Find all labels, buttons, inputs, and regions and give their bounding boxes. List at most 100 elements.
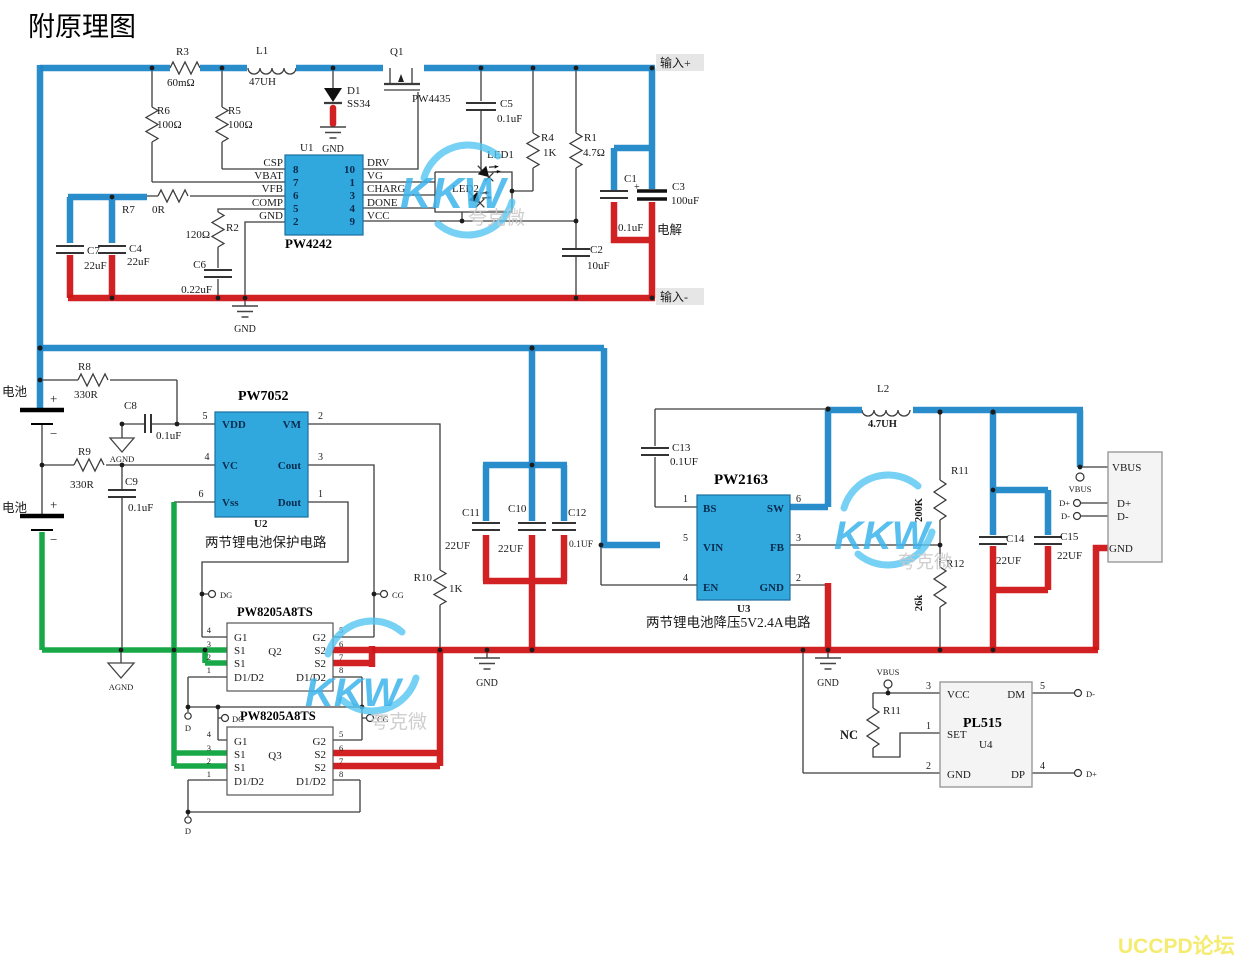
u3-pin-gnd: GND bbox=[760, 582, 785, 594]
c15-val: 22UF bbox=[1057, 550, 1082, 562]
input-neg-label: 输入- bbox=[660, 289, 688, 304]
page-title: 附原理图 bbox=[28, 12, 136, 42]
d1-gnd-label: GND bbox=[322, 144, 344, 155]
watermark-right: KKW 夸克微 bbox=[834, 471, 952, 572]
q3-ref: Q3 bbox=[268, 750, 282, 762]
u2-pin-vc: VC bbox=[222, 460, 238, 472]
r11-val: 200K bbox=[914, 497, 925, 522]
q2-nr3: 8 bbox=[339, 665, 343, 675]
u4-n4: 4 bbox=[1040, 761, 1045, 772]
u2-n5: 5 bbox=[203, 411, 208, 422]
c1-val: 0.1uF bbox=[618, 222, 643, 234]
usb-dm: D- bbox=[1117, 511, 1129, 523]
pl-term-dp: D+ bbox=[1086, 769, 1097, 779]
q3-s1a: S1 bbox=[234, 749, 246, 761]
q3-s2a: S2 bbox=[314, 749, 326, 761]
ground-symbols bbox=[106, 126, 841, 679]
r2-ref: R2 bbox=[226, 222, 239, 234]
u4-chip bbox=[939, 681, 1033, 788]
q3-box bbox=[226, 726, 334, 796]
c14-val: 22UF bbox=[996, 555, 1021, 567]
q3-nr2: 7 bbox=[339, 756, 343, 766]
u3-n1: 1 bbox=[683, 494, 688, 505]
u2-pin-dout: Dout bbox=[278, 497, 302, 509]
u1-n9: 9 bbox=[350, 216, 356, 228]
u3-pin-en: EN bbox=[703, 582, 718, 594]
u1-n6: 6 bbox=[293, 190, 299, 202]
r9-ref: R9 bbox=[78, 446, 91, 458]
watermark-company: 夸克微 bbox=[898, 552, 952, 572]
c9-ref: C9 bbox=[125, 476, 138, 488]
d1-ref: D1 bbox=[347, 85, 360, 97]
u3-part: PW2163 bbox=[714, 472, 768, 488]
u3-n6: 6 bbox=[796, 494, 801, 505]
u1-n10: 10 bbox=[344, 164, 356, 176]
c5-ref: C5 bbox=[500, 98, 513, 110]
q3-s1b: S1 bbox=[234, 762, 246, 774]
input-neg-highlight bbox=[656, 288, 704, 305]
q1-val: PW4435 bbox=[412, 93, 451, 105]
resistors bbox=[73, 60, 948, 749]
cg1-label: CG bbox=[392, 590, 404, 600]
l1-ref: L1 bbox=[256, 45, 268, 57]
c4-ref: C4 bbox=[129, 243, 142, 255]
u4-n2: 2 bbox=[926, 761, 931, 772]
cell1-plus: + bbox=[50, 391, 57, 406]
q2-s2b: S2 bbox=[314, 658, 326, 670]
u2-chip bbox=[214, 411, 309, 518]
r8-ref: R8 bbox=[78, 361, 91, 373]
led1-icon bbox=[477, 165, 501, 182]
r5-val: 100Ω bbox=[228, 119, 253, 131]
q2-part: PW8205A8TS bbox=[237, 605, 313, 619]
cell2-label: 电池 bbox=[2, 501, 28, 515]
u1-pin-gnd: GND bbox=[259, 210, 283, 222]
usb-connector bbox=[1107, 451, 1163, 563]
r7-ref: R7 bbox=[122, 204, 135, 216]
u2-pin-vss: Vss bbox=[222, 497, 239, 509]
u3-chip bbox=[696, 494, 791, 601]
u1-gnd-label: GND bbox=[234, 324, 256, 335]
u4-n3: 3 bbox=[926, 681, 931, 692]
u3-desc: 两节锂电池降压5V2.4A电路 bbox=[646, 615, 811, 630]
u4-n5: 5 bbox=[1040, 681, 1045, 692]
usb-term-dm: D- bbox=[1061, 511, 1070, 521]
u4-pin-set: SET bbox=[947, 729, 967, 741]
mid-gnd-label: GND bbox=[476, 678, 498, 689]
pl-nc: NC bbox=[840, 728, 858, 742]
watermark-bottom: KKW 夸克微 bbox=[305, 617, 427, 733]
c8-ref: C8 bbox=[124, 400, 137, 412]
watermark-company: 夸克微 bbox=[468, 207, 525, 229]
q3-nr0: 5 bbox=[339, 729, 343, 739]
c5-val: 0.1uF bbox=[497, 113, 522, 125]
cg2-label: CG bbox=[377, 714, 389, 724]
u1-n8: 8 bbox=[293, 164, 299, 176]
watermark-kkw: KKW bbox=[834, 514, 933, 558]
agnd1-label: AGND bbox=[110, 454, 135, 464]
r1-ref: R1 bbox=[584, 132, 597, 144]
u1-pin-vg: VG bbox=[367, 170, 383, 182]
q3-nl0: 4 bbox=[207, 729, 212, 739]
u1-pin-csp: CSP bbox=[263, 157, 283, 169]
u2-n4: 4 bbox=[205, 452, 210, 463]
forum-watermark: UCCPD论坛 bbox=[1118, 934, 1235, 958]
u4-pin-gnd: GND bbox=[947, 769, 971, 781]
usb-term-vbus: VBUS bbox=[1069, 484, 1092, 494]
pl-term-dm: D- bbox=[1086, 689, 1095, 699]
u1-ref: U1 bbox=[300, 142, 313, 154]
q2-nr1: 6 bbox=[339, 639, 343, 649]
q3-s2b: S2 bbox=[314, 762, 326, 774]
input-pos-label: 输入+ bbox=[660, 55, 691, 70]
u1-n2: 2 bbox=[293, 216, 299, 228]
u1-part: PW4242 bbox=[285, 236, 332, 251]
q3-nl1: 3 bbox=[207, 743, 211, 753]
q2-g2: G2 bbox=[313, 632, 326, 644]
d-term2-label: D bbox=[185, 826, 191, 836]
cell2-plus: + bbox=[50, 497, 57, 512]
u2-pin-vm: VM bbox=[283, 419, 302, 431]
u1-n7: 7 bbox=[293, 177, 299, 189]
junction-dots bbox=[37, 65, 1083, 815]
c7-ref: C7 bbox=[87, 245, 100, 257]
q3-nr3: 8 bbox=[339, 769, 343, 779]
q2-s2a: S2 bbox=[314, 645, 326, 657]
u2-n1: 1 bbox=[318, 489, 323, 500]
